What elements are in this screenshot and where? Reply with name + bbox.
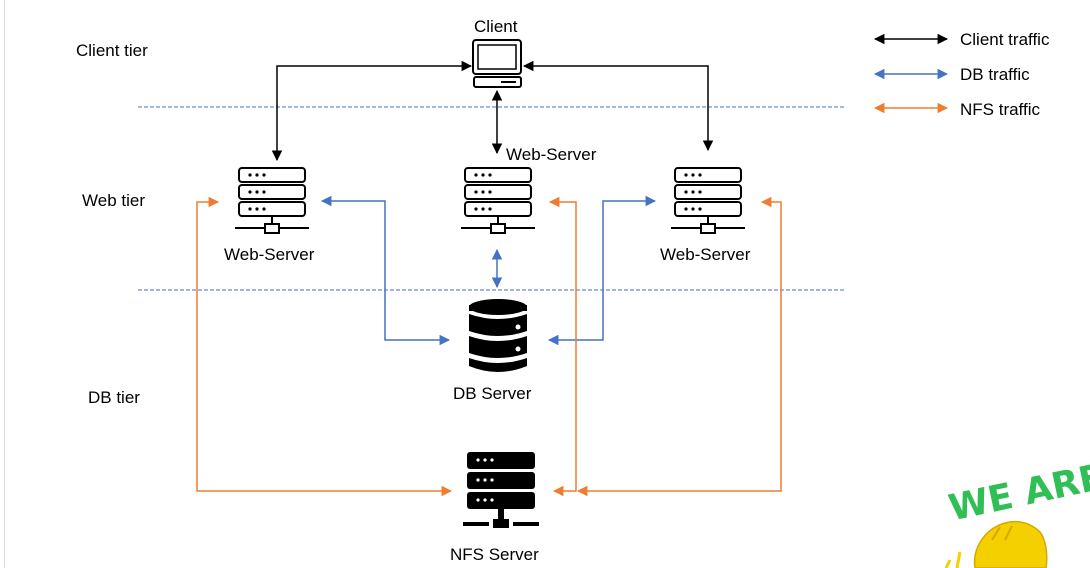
nfs-server-node: NFS Server: [450, 452, 539, 564]
server-rack-icon: [460, 167, 536, 234]
center-web-to-nfs-arrow: [548, 196, 577, 497]
legend-item-nfs-traffic: NFS traffic: [873, 100, 1040, 119]
legend-item-db-traffic: DB traffic: [873, 65, 1030, 84]
desktop-computer-icon: [472, 39, 522, 88]
server-rack-icon: [234, 167, 310, 234]
web-server-left: Web-Server: [224, 167, 315, 264]
database-icon: [469, 299, 527, 372]
client-node: Client: [472, 17, 522, 88]
client-to-right-web-arrow: [522, 60, 714, 152]
waving-hand-icon: [944, 520, 1048, 568]
db-tier-label: DB tier: [88, 388, 140, 407]
left-web-to-db-arrow: [320, 195, 451, 346]
legend-label: DB traffic: [960, 65, 1030, 84]
web-server-center: Web-Server: [460, 145, 597, 234]
legend-item-client-traffic: Client traffic: [873, 30, 1050, 49]
server-rack-icon: [670, 167, 746, 234]
left-frame-border: [0, 0, 5, 568]
web-tier-label: Web tier: [82, 191, 145, 210]
we-are-sticker: WE ARE: [944, 457, 1090, 568]
client-label: Client: [474, 17, 518, 36]
right-web-to-db-arrow: [547, 195, 657, 346]
db-server-label: DB Server: [453, 384, 532, 403]
client-tier-label: Client tier: [76, 41, 148, 60]
nfs-server-icon: [463, 452, 539, 528]
nfs-server-label: NFS Server: [450, 545, 539, 564]
web-server-left-label: Web-Server: [224, 245, 315, 264]
web-server-right: Web-Server: [660, 167, 751, 264]
left-web-to-nfs-arrow: [196, 196, 453, 497]
right-web-to-nfs-arrow: [576, 196, 782, 497]
db-server-node: DB Server: [453, 299, 532, 403]
sticker-text: WE ARE: [945, 457, 1090, 530]
web-server-right-label: Web-Server: [660, 245, 751, 264]
legend: Client traffic DB traffic NFS traffic: [873, 30, 1050, 119]
web-server-center-label: Web-Server: [506, 145, 597, 164]
legend-label: Client traffic: [960, 30, 1050, 49]
legend-label: NFS traffic: [960, 100, 1040, 119]
client-to-left-web-arrow: [271, 60, 473, 162]
